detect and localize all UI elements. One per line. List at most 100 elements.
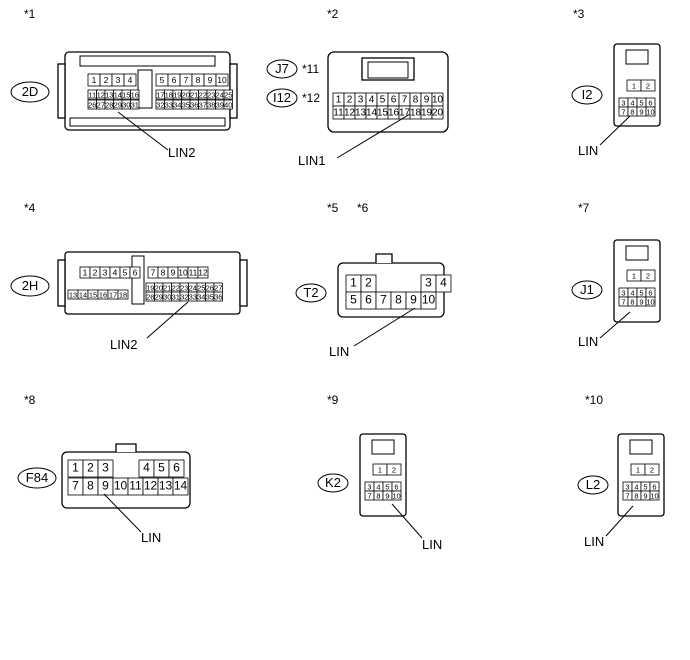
pin-number: 22 <box>199 91 207 100</box>
pin-number: 10 <box>178 268 188 278</box>
tag-label: J7 <box>275 61 289 76</box>
pin-number: 19 <box>146 284 154 293</box>
tag-label: 2H <box>22 278 39 293</box>
pin-number: 6 <box>652 483 656 492</box>
pin-number: 29 <box>114 101 122 110</box>
tag-label: I12 <box>273 90 291 105</box>
pin-number: 33 <box>189 293 197 302</box>
housing-divider <box>137 69 153 109</box>
callout-leader <box>599 115 631 146</box>
pin-number: 6 <box>391 95 397 106</box>
pin-number: 2 <box>650 466 654 475</box>
pin-number: 22 <box>172 284 180 293</box>
pin-cell <box>386 463 402 476</box>
pin-number: 31 <box>172 293 180 302</box>
pin-cell <box>644 463 660 476</box>
pin-number: 4 <box>630 289 634 298</box>
pin-number: 8 <box>630 298 634 307</box>
ref-label: *8 <box>24 393 36 407</box>
pin-cell <box>223 89 233 100</box>
pin-number: 5 <box>380 95 386 106</box>
pin-number: 3 <box>621 289 625 298</box>
ref-label: *9 <box>327 393 339 407</box>
pin-number: 2 <box>347 95 353 106</box>
ref-label: *6 <box>357 201 369 215</box>
pin-number: 25 <box>224 91 232 100</box>
pin-number: 34 <box>197 293 205 302</box>
pin-number: 9 <box>643 492 647 501</box>
pin-number: 10 <box>646 298 654 307</box>
pin-number: 27 <box>214 284 222 293</box>
pin-number: 8 <box>196 75 201 85</box>
pin-number: 3 <box>621 99 625 108</box>
pin-number: 11 <box>189 268 198 278</box>
pin-number: 1 <box>636 466 640 475</box>
pin-number: 23 <box>207 91 215 100</box>
pin-number: 6 <box>394 483 398 492</box>
ref-label: *3 <box>573 7 585 21</box>
pin-cell <box>645 106 656 117</box>
callout-leader <box>146 301 189 339</box>
pin-number: 13 <box>69 291 77 300</box>
housing-latch <box>625 49 649 65</box>
pin-cell <box>213 291 223 302</box>
ref-label: *2 <box>327 7 339 21</box>
callout-leader <box>599 311 631 339</box>
pin-number: 5 <box>160 75 165 85</box>
ref-label: *1 <box>24 7 36 21</box>
pin-number: 20 <box>182 91 190 100</box>
tag-oval <box>266 59 298 79</box>
pin-number: 7 <box>402 95 408 106</box>
pin-number: 16 <box>131 91 139 100</box>
pin-number: 3 <box>358 95 364 106</box>
pin-number: 2 <box>646 272 650 281</box>
pin-number: 1 <box>83 268 88 278</box>
pin-number: 28 <box>146 293 154 302</box>
pin-number: 7 <box>621 298 625 307</box>
tag-label: 2D <box>22 84 39 99</box>
callout-label: LIN2 <box>110 337 137 352</box>
pin-number: 1 <box>632 272 636 281</box>
pin-number: 23 <box>180 284 188 293</box>
housing-latch <box>361 57 415 81</box>
callout-label: LIN1 <box>298 153 325 168</box>
pin-number: 4 <box>369 95 375 106</box>
housing-latch <box>115 443 137 452</box>
ref-label: *4 <box>24 201 36 215</box>
ref-label: *7 <box>578 201 590 215</box>
pin-number: 16 <box>99 291 107 300</box>
callout-label: LIN <box>584 534 604 549</box>
callout-leader <box>391 503 423 539</box>
pin-cell <box>391 490 402 501</box>
housing-latch <box>371 439 395 455</box>
pin-number: 6 <box>648 99 652 108</box>
pin-number: 36 <box>190 101 198 110</box>
pin-number: 10 <box>422 293 436 307</box>
pin-number: 2 <box>87 461 94 475</box>
pin-cell <box>168 459 185 478</box>
pin-number: 6 <box>648 289 652 298</box>
pin-cell <box>431 105 444 120</box>
tag-oval <box>295 283 327 303</box>
pin-number: 18 <box>410 108 422 119</box>
pin-number: 9 <box>424 95 430 106</box>
pin-number: 34 <box>173 101 181 110</box>
pin-number: 35 <box>206 293 214 302</box>
pin-number: 8 <box>630 108 634 117</box>
tag-oval <box>571 280 603 300</box>
pin-number: 4 <box>128 75 133 85</box>
pin-number: 3 <box>625 483 629 492</box>
pin-cell <box>123 73 137 87</box>
pin-number: 4 <box>143 461 150 475</box>
pin-number: 5 <box>350 293 357 307</box>
pin-number: 29 <box>155 293 163 302</box>
